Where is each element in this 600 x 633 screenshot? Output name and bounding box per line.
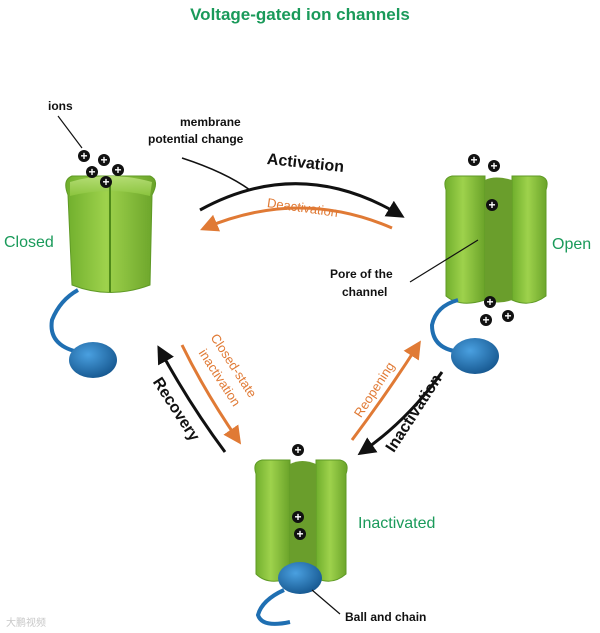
- open-ball: [451, 338, 499, 374]
- svg-text:+: +: [102, 175, 109, 189]
- closed-ball: [69, 342, 117, 378]
- inactivated-ions: + + +: [292, 443, 306, 541]
- inactivated-chain: [255, 588, 291, 626]
- closed-chain: [49, 288, 80, 354]
- pore-label-2: channel: [342, 285, 387, 299]
- inactivated-ball: [278, 562, 322, 594]
- svg-text:+: +: [470, 153, 477, 167]
- open-label: Open: [552, 236, 591, 253]
- reopening-arrow: [350, 340, 421, 441]
- inactivated-channel: [254, 459, 348, 626]
- closed-state-inactivation-arrow: [180, 344, 242, 445]
- watermark: 大鹏视频: [6, 616, 46, 629]
- svg-text:+: +: [490, 159, 497, 173]
- svg-text:+: +: [294, 510, 301, 524]
- svg-text:+: +: [482, 313, 489, 327]
- recovery-arrow: [157, 345, 227, 453]
- closed-label: Closed: [4, 234, 54, 251]
- open-channel: [429, 175, 548, 374]
- inactivated-label: Inactivated: [358, 515, 435, 532]
- membrane-label-1: membrane: [180, 115, 241, 129]
- svg-text:+: +: [88, 165, 95, 179]
- svg-text:+: +: [100, 153, 107, 167]
- activation-label: Activation: [266, 151, 345, 176]
- svg-text:+: +: [114, 163, 121, 177]
- svg-text:+: +: [294, 443, 301, 457]
- closed-ions: + + + + +: [78, 149, 124, 189]
- ball-chain-label: Ball and chain: [345, 610, 426, 624]
- membrane-label-2: potential change: [148, 132, 244, 146]
- open-chain: [429, 298, 463, 354]
- deactivation-label: Deactivation: [266, 195, 339, 220]
- ions-label: ions: [48, 99, 73, 113]
- open-ions: + + + + + +: [468, 153, 514, 327]
- svg-text:+: +: [80, 149, 87, 163]
- closed-channel: [49, 175, 156, 378]
- svg-text:+: +: [504, 309, 511, 323]
- activation-arrow: [199, 182, 405, 218]
- deactivation-arrow: [200, 206, 393, 232]
- inactivation-arrow: [357, 371, 444, 456]
- diagram-title: Voltage-gated ion channels: [190, 5, 410, 24]
- svg-text:+: +: [296, 527, 303, 541]
- pore-label-1: Pore of the: [330, 267, 393, 281]
- svg-text:+: +: [486, 295, 493, 309]
- svg-text:+: +: [488, 198, 495, 212]
